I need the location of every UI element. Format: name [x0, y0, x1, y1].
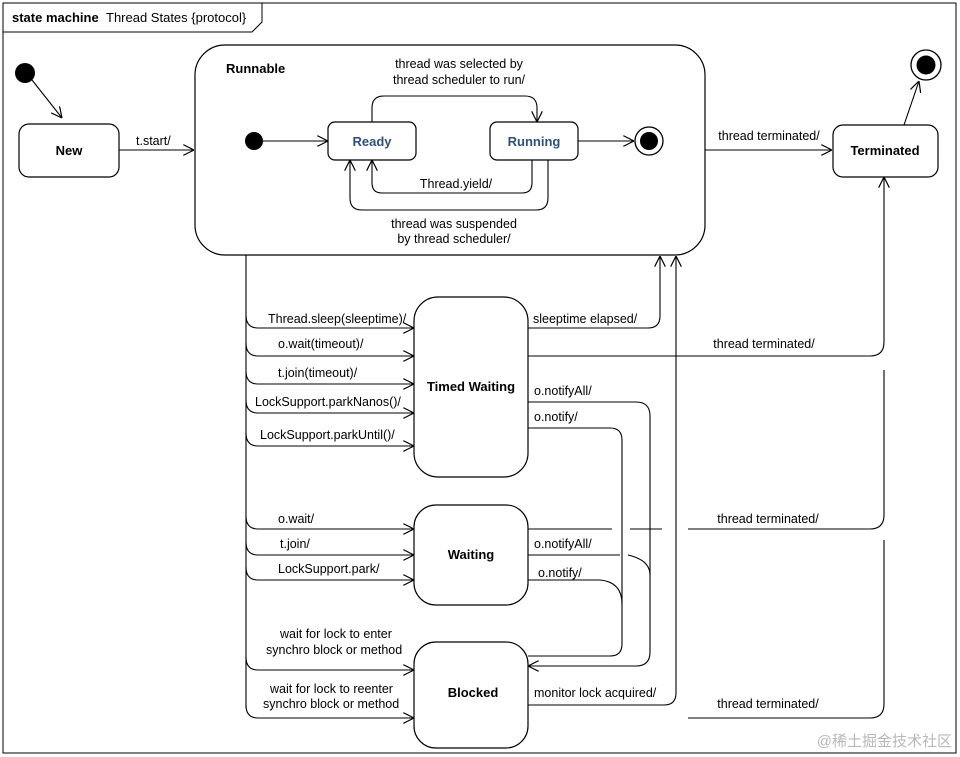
join-timeout-arrow [245, 370, 414, 384]
suspended-arrow [350, 160, 549, 211]
state-blocked[interactable] [413, 641, 529, 749]
join-arrow [245, 541, 414, 555]
lock-reenter-label-2: synchro block or method [263, 697, 399, 711]
timed-terminated-arrow [528, 177, 884, 357]
wait-timeout-label: o.wait(timeout)/ [278, 337, 364, 351]
state-blocked-label: Blocked [448, 685, 499, 700]
initial-to-new-arrow [31, 79, 62, 118]
waiting-notify-all-curve [627, 554, 651, 576]
lock-reenter-arrow [245, 704, 414, 718]
waiting-terminated-label: thread terminated/ [717, 512, 819, 526]
sleeptime-elapsed-label: sleeptime elapsed/ [533, 312, 638, 326]
park-nanos-arrow [245, 399, 414, 413]
suspended-label-1: thread was suspended [391, 217, 517, 231]
park-until-label: LockSupport.parkUntil()/ [260, 428, 395, 442]
monitor-acquired-label: monitor lock acquired/ [534, 686, 657, 700]
timed-notify-all-arrow [528, 401, 651, 666]
sleep-arrow [245, 314, 414, 328]
wait-timeout-arrow [245, 342, 414, 356]
selected-label-1: thread was selected by [395, 57, 524, 71]
join-timeout-label: t.join(timeout)/ [278, 366, 358, 380]
state-timed-waiting[interactable] [413, 296, 529, 478]
join-label: t.join/ [280, 537, 310, 551]
yield-label: Thread.yield/ [420, 177, 493, 191]
state-running-label: Running [508, 134, 561, 149]
lock-reenter-label-1: wait for lock to reenter [269, 682, 393, 696]
watermark: @稀土掘金技术社区 [817, 733, 952, 750]
lock-enter-arrow [245, 656, 414, 670]
suspended-label-2: by thread scheduler/ [397, 232, 511, 246]
frame-title: Thread States {protocol} [106, 10, 247, 25]
blocked-terminated-line [688, 540, 885, 719]
runnable-final-node-dot [640, 132, 658, 150]
lock-enter-label-2: synchro block or method [266, 643, 402, 657]
state-waiting-label: Waiting [448, 547, 495, 562]
monitor-acquired-arrow [528, 256, 676, 706]
timed-notify-arrow [528, 427, 623, 657]
park-label: LockSupport.park/ [278, 562, 380, 576]
waiting-terminated-line-3 [688, 370, 885, 530]
wait-label: o.wait/ [278, 512, 315, 526]
initial-node [15, 63, 35, 83]
selected-label-2: thread scheduler to run/ [393, 73, 526, 87]
state-runnable-label: Runnable [226, 61, 285, 76]
frame-title-tab [3, 3, 263, 33]
timed-terminated-label: thread terminated/ [713, 337, 815, 351]
selected-arrow [371, 95, 537, 122]
timed-notify-label: o.notify/ [534, 410, 578, 424]
sleep-label: Thread.sleep(sleeptime)/ [268, 312, 407, 326]
state-terminated-label: Terminated [850, 143, 919, 158]
runnable-initial-node [245, 132, 263, 150]
park-arrow [245, 566, 414, 580]
blocked-terminated-label: thread terminated/ [717, 697, 819, 711]
sleeptime-elapsed-arrow [528, 256, 660, 329]
yield-arrow [372, 160, 533, 194]
park-nanos-label: LockSupport.parkNanos()/ [255, 395, 401, 409]
waiting-notify-all-label: o.notifyAll/ [534, 537, 592, 551]
terminated-to-final-arrow [903, 81, 919, 126]
waiting-notify-label: o.notify/ [538, 566, 582, 580]
waiting-notify-line [528, 579, 623, 605]
timed-notify-all-label: o.notifyAll/ [534, 384, 592, 398]
frame-kind: state machine [12, 10, 99, 25]
state-new-label: New [56, 143, 84, 158]
start-label: t.start/ [136, 134, 171, 148]
state-ready-label: Ready [352, 134, 392, 149]
wait-arrow [245, 515, 414, 529]
lock-enter-label-1: wait for lock to enter [279, 627, 392, 641]
final-node-dot [916, 55, 936, 75]
runnable-terminated-label: thread terminated/ [718, 129, 820, 143]
park-until-arrow [245, 432, 414, 446]
state-timed-waiting-label: Timed Waiting [427, 379, 515, 394]
